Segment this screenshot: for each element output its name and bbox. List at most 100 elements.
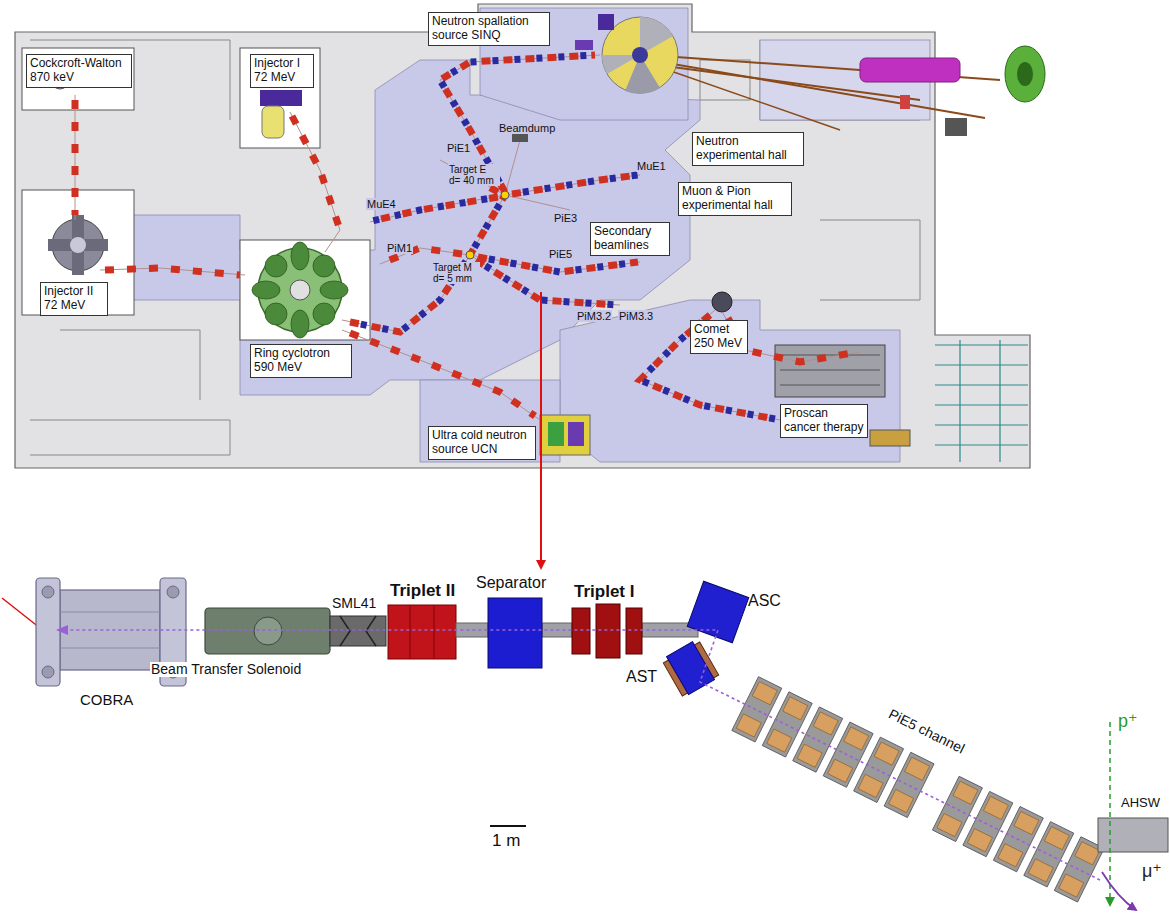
location-label: Cockcroft-Walton 870 keV bbox=[30, 57, 128, 85]
ring-cyclotron-symbol bbox=[291, 242, 309, 270]
proton-beamline bbox=[350, 333, 535, 416]
neutron-hall-instruments bbox=[945, 118, 967, 136]
triplet-two bbox=[410, 605, 411, 659]
pie5-channel bbox=[732, 677, 1104, 902]
ast-dipole bbox=[667, 642, 715, 695]
proton-beamline bbox=[72, 100, 79, 215]
location-label-box: Comet 250 MeV bbox=[690, 320, 748, 354]
scale-bar bbox=[490, 825, 526, 827]
component-label: p⁺ bbox=[1118, 712, 1138, 732]
cobra-magnet bbox=[167, 586, 179, 598]
component-label: Separator bbox=[476, 574, 546, 592]
proton-beamline bbox=[476, 260, 618, 305]
pointer-arrow bbox=[540, 292, 542, 568]
cobra-magnet bbox=[42, 586, 54, 598]
location-label: Injector I 72 MeV bbox=[254, 57, 310, 85]
beamline-label: PiE3 bbox=[553, 212, 578, 224]
location-label-box: Proscan cancer therapy bbox=[780, 404, 868, 438]
scale-bar bbox=[490, 825, 526, 827]
location-label: Comet 250 MeV bbox=[694, 323, 744, 351]
transfer-solenoid bbox=[205, 608, 330, 654]
sml41-magnet bbox=[330, 616, 386, 646]
proton-beamline bbox=[75, 95, 76, 220]
beamline-label: MuE1 bbox=[636, 160, 667, 172]
pie5-channel bbox=[1044, 827, 1069, 850]
neutron-hall-instruments bbox=[575, 40, 593, 50]
injector-two-symbol bbox=[70, 237, 86, 253]
triplet-one bbox=[626, 608, 642, 654]
proton-beamline bbox=[440, 55, 600, 192]
pie5-channel bbox=[736, 714, 761, 737]
ring-cyclotron-symbol bbox=[265, 255, 287, 277]
ring-cyclotron-symbol bbox=[313, 255, 335, 277]
injector-one-symbol bbox=[262, 106, 284, 138]
hall-floor bbox=[130, 8, 930, 462]
location-label: Ring cyclotron 590 MeV bbox=[254, 347, 348, 375]
proton-beamline bbox=[350, 195, 505, 332]
service-lines bbox=[935, 384, 1028, 385]
component-label: Triplet I bbox=[574, 583, 634, 602]
beamline-label: PiE5 bbox=[548, 248, 573, 260]
beam-path bbox=[56, 625, 68, 635]
ring-cyclotron-symbol bbox=[313, 303, 335, 325]
pie5-channel bbox=[967, 829, 992, 852]
service-lines bbox=[999, 340, 1000, 462]
proscan-gantry bbox=[780, 385, 880, 386]
proscan-gantry bbox=[780, 370, 880, 371]
service-lines bbox=[935, 404, 1028, 405]
proton-beamline bbox=[292, 116, 340, 230]
pie5-channel bbox=[813, 712, 838, 735]
neutron-hall-instruments bbox=[598, 14, 614, 30]
beamline-label: Target M d= 5 mm bbox=[432, 262, 480, 284]
triplet-one bbox=[572, 608, 590, 654]
comet-symbol bbox=[712, 292, 732, 312]
pie5-channel bbox=[736, 682, 1099, 898]
white-rooms bbox=[240, 48, 320, 148]
beamline-label: PiM3.2 bbox=[576, 310, 612, 322]
proton-beamline bbox=[505, 140, 520, 195]
proscan-gantry bbox=[780, 355, 880, 356]
building-floor bbox=[15, 4, 1030, 468]
proton-beamline bbox=[466, 251, 474, 259]
location-label-box: Secondary beamlines bbox=[590, 222, 670, 256]
proscan-gantry bbox=[775, 345, 885, 397]
location-label-box: Ring cyclotron 590 MeV bbox=[250, 344, 352, 378]
location-label: Neutron spallation source SINQ bbox=[432, 15, 546, 43]
ahsw-magnet bbox=[1098, 818, 1168, 852]
proton-beamline bbox=[440, 160, 505, 195]
proton-beamline bbox=[100, 268, 245, 275]
ring-cyclotron-symbol bbox=[320, 281, 348, 299]
neutron-hall-instruments bbox=[575, 14, 1045, 136]
pie5-channel bbox=[953, 781, 978, 804]
ucn-source-symbol bbox=[540, 415, 590, 455]
proton-beamline bbox=[75, 55, 860, 420]
neutron-hall-instruments bbox=[860, 58, 960, 82]
proton-beamline bbox=[440, 55, 595, 192]
building-floor bbox=[820, 220, 920, 300]
location-label: Neutron experimental hall bbox=[696, 135, 800, 163]
pie5-channel bbox=[783, 697, 808, 720]
pie5-channel bbox=[752, 682, 777, 705]
pointer-arrow bbox=[2, 292, 541, 628]
service-lines bbox=[935, 444, 1028, 445]
ucn-source-symbol bbox=[540, 415, 590, 455]
separator-magnet bbox=[488, 598, 542, 668]
pie5-channel bbox=[983, 796, 1008, 819]
beam-path bbox=[66, 630, 1100, 880]
pointer-arrow bbox=[2, 598, 40, 628]
beam-path bbox=[1109, 722, 1111, 905]
location-label-box: Neutron experimental hall bbox=[692, 132, 804, 166]
service-lines bbox=[935, 424, 1028, 425]
proton-beamline bbox=[105, 268, 240, 275]
neutron-hall-instruments bbox=[632, 47, 648, 63]
ring-cyclotron-symbol bbox=[252, 242, 348, 338]
pie5-channel bbox=[858, 774, 883, 797]
pie5-channel bbox=[998, 844, 1023, 867]
component-label: 1 m bbox=[492, 832, 520, 851]
pie5-channel bbox=[1014, 811, 1039, 834]
pie5-channel bbox=[889, 789, 914, 812]
cobra-magnet bbox=[36, 578, 60, 686]
component-label: Beam Transfer Solenoid bbox=[150, 662, 302, 677]
location-label-box: Cockcroft-Walton 870 keV bbox=[26, 54, 132, 88]
pie5-channel bbox=[1028, 859, 1053, 882]
